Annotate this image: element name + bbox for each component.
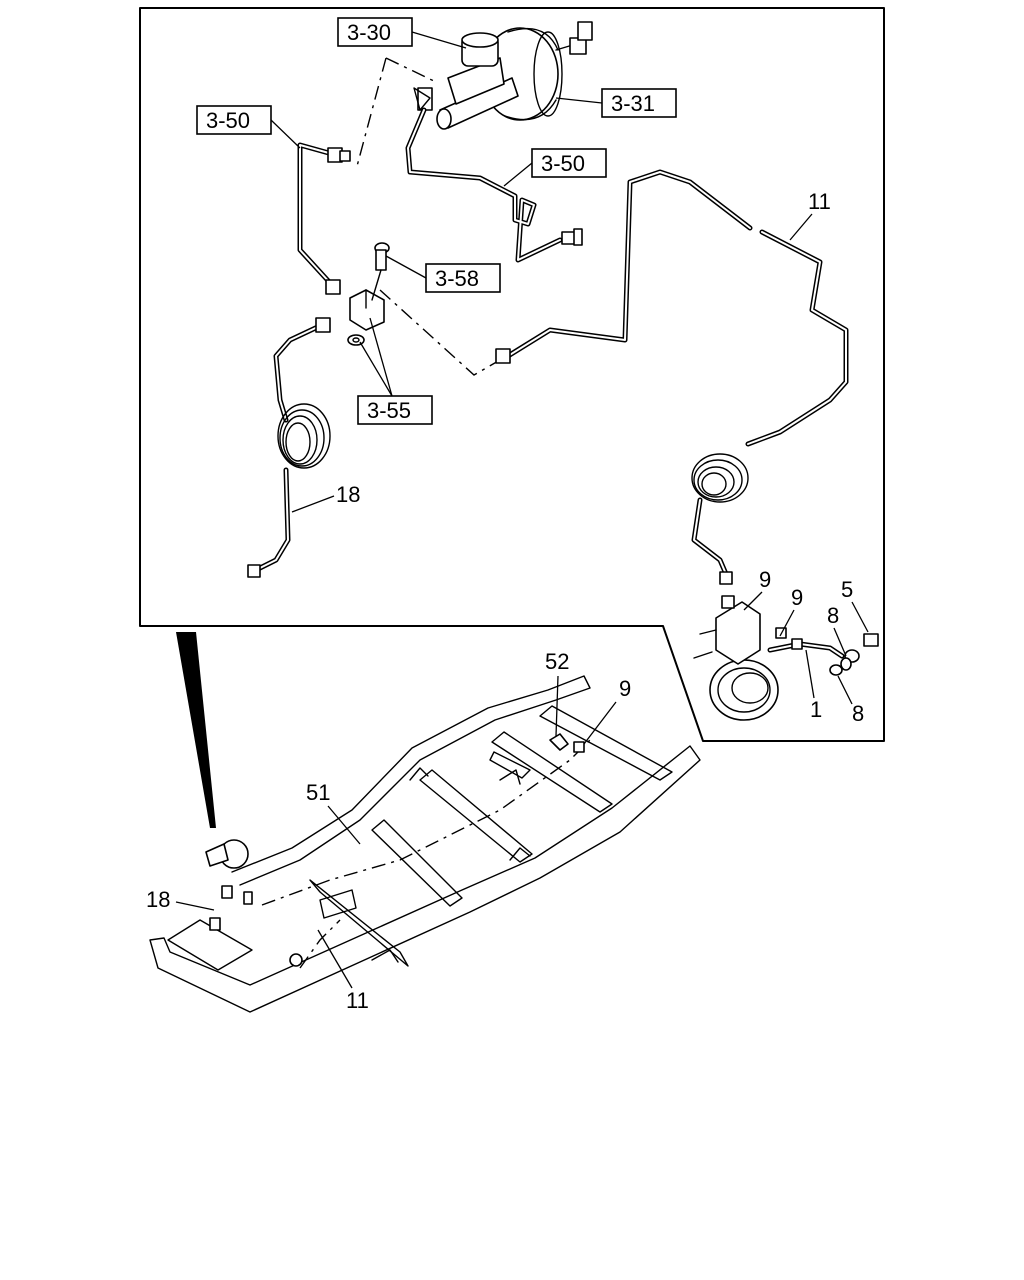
- label-11-frame-text: 11: [346, 988, 369, 1013]
- master-cylinder: [417, 32, 519, 130]
- leader-dashdot-cylinder: [355, 57, 387, 171]
- label-52: 52: [545, 649, 569, 737]
- label-9-frame-text: 9: [619, 676, 631, 701]
- frame-booster: [205, 839, 303, 967]
- callout-3-50-right-label: 3-50: [541, 151, 585, 176]
- vehicle-frame: [149, 675, 701, 1013]
- label-52-text: 52: [545, 649, 569, 674]
- callout-3-58: 3-58: [385, 255, 501, 293]
- frame-junction-52: [549, 733, 585, 753]
- label-1: 1: [805, 649, 822, 722]
- label-1-text: 1: [810, 697, 822, 722]
- label-8-a: 8: [827, 603, 847, 657]
- label-9-b-text: 9: [791, 585, 803, 610]
- label-9-frame: 9: [583, 676, 631, 745]
- detail-view-frame: [139, 7, 885, 742]
- label-11-top-text: 11: [808, 189, 831, 214]
- callout-3-30-label: 3-30: [347, 20, 391, 45]
- callout-3-55: 3-55: [357, 317, 433, 425]
- callout-3-50-right: 3-50: [503, 148, 607, 187]
- label-8-a-text: 8: [827, 603, 839, 628]
- junction-bolt: [371, 242, 390, 301]
- pipe-3-50-right: [405, 87, 583, 263]
- label-18-frame-text: 18: [146, 887, 170, 912]
- label-51: 51: [306, 780, 361, 845]
- callout-3-50-left: 3-50: [196, 105, 301, 149]
- pipe-18-coil: [247, 317, 331, 578]
- callout-3-31-label: 3-31: [611, 91, 655, 116]
- frame-pipe-routing: [261, 739, 591, 906]
- callout-3-50-left-label: 3-50: [206, 108, 250, 133]
- label-9-b: 9: [779, 585, 803, 637]
- pointer-arrow: [176, 632, 216, 828]
- pipe-11-long: [495, 169, 849, 585]
- union-bolt: [829, 633, 879, 676]
- callout-3-31: 3-31: [555, 88, 677, 118]
- pipe-3-50-left: [297, 142, 351, 295]
- label-18-frame: 18: [146, 887, 215, 912]
- callout-3-30: 3-30: [337, 17, 467, 49]
- callout-3-58-label: 3-58: [435, 266, 479, 291]
- label-8-b: 8: [837, 675, 864, 726]
- label-5-text: 5: [841, 577, 853, 602]
- label-51-text: 51: [306, 780, 330, 805]
- leader-dashdot-junction: [379, 289, 501, 376]
- label-18-top: 18: [291, 482, 360, 513]
- three-way-junction: [349, 289, 385, 331]
- label-18-top-text: 18: [336, 482, 360, 507]
- label-9-a: 9: [743, 567, 771, 611]
- label-8-b-text: 8: [852, 701, 864, 726]
- label-11-top: 11: [789, 189, 831, 241]
- label-11-frame: 11: [317, 929, 369, 1013]
- label-5: 5: [841, 577, 869, 633]
- brake-assembly: [693, 595, 779, 721]
- label-9-a-text: 9: [759, 567, 771, 592]
- callout-3-55-label: 3-55: [367, 398, 411, 423]
